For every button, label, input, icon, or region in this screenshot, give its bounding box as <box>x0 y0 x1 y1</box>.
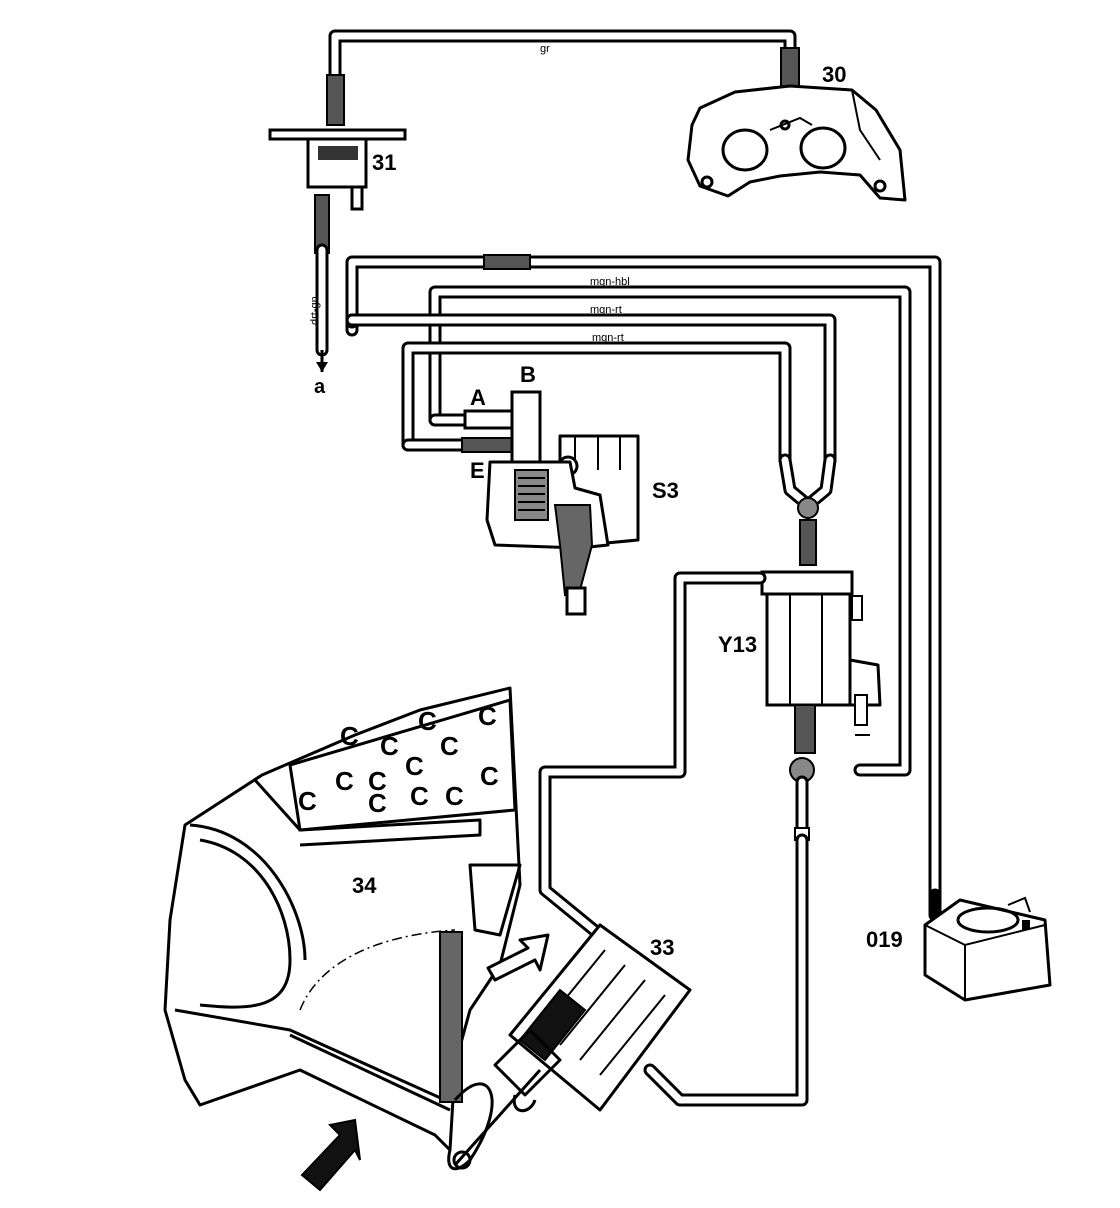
solenoid-valve-y13 <box>760 570 882 841</box>
svg-text:C: C <box>340 721 359 751</box>
arrow-icon <box>300 1118 361 1192</box>
hose-color-gr: gr <box>540 43 550 55</box>
label-31: 31 <box>372 150 396 175</box>
hose-color-mgn-rt-2: mgn-rt <box>592 332 624 344</box>
label-a-port: A <box>470 385 486 410</box>
svg-text:C: C <box>368 788 387 818</box>
label-s3: S3 <box>652 478 679 503</box>
svg-text:C: C <box>380 731 399 761</box>
svg-text:C: C <box>368 766 387 796</box>
svg-text:C: C <box>440 731 459 761</box>
label-e-port: E <box>470 458 485 483</box>
label-30: 30 <box>822 62 846 87</box>
y-junction <box>778 453 837 566</box>
filter-element-pattern: C C C C C C C C C C C C C <box>298 701 499 818</box>
svg-text:C: C <box>405 751 424 781</box>
hose-connector-mgn-hbl <box>483 254 531 270</box>
hose-mgn-rt-upper <box>428 285 912 777</box>
svg-text:C: C <box>410 781 429 811</box>
label-33: 33 <box>650 935 674 960</box>
svg-text:C: C <box>478 701 497 731</box>
hose-drt-gn <box>315 243 329 372</box>
label-y13: Y13 <box>718 632 757 657</box>
hose-y13-to-vacuum-unit <box>643 833 809 1107</box>
vacuum-tester-019 <box>923 896 1052 1002</box>
svg-text:C: C <box>445 781 464 811</box>
hose-gr <box>328 29 797 87</box>
hose-connector-31-top <box>326 74 345 126</box>
hose-color-mgn-rt-1: mgn-rt <box>590 304 622 316</box>
svg-text:C: C <box>298 786 317 816</box>
hose-mgn-rt-lower <box>401 341 792 467</box>
arrow-outline-icon <box>486 933 550 982</box>
hose-color-mgn-hbl: mgn-hbl <box>590 276 630 288</box>
label-34: 34 <box>352 873 377 898</box>
svg-text:C: C <box>480 761 499 791</box>
check-valve-31 <box>268 128 407 254</box>
hose-connector-30 <box>780 47 800 91</box>
label-b-port: B <box>520 362 536 387</box>
switchover-valve-s3 <box>461 390 640 616</box>
svg-text:C: C <box>418 706 437 736</box>
hose-y13-to-33 <box>538 571 767 942</box>
svg-text:C: C <box>335 766 354 796</box>
hose-mgn-rt-middle <box>345 313 837 467</box>
air-filter-housing-34: C C C C C C C C C C C C C <box>163 686 522 1171</box>
vacuum-unit-33 <box>452 923 692 1170</box>
label-019: 019 <box>866 927 903 952</box>
label-a-lower: a <box>314 376 326 398</box>
manifold-flange-30 <box>686 84 907 202</box>
hose-color-drt-gn: drt-gn <box>309 296 321 325</box>
